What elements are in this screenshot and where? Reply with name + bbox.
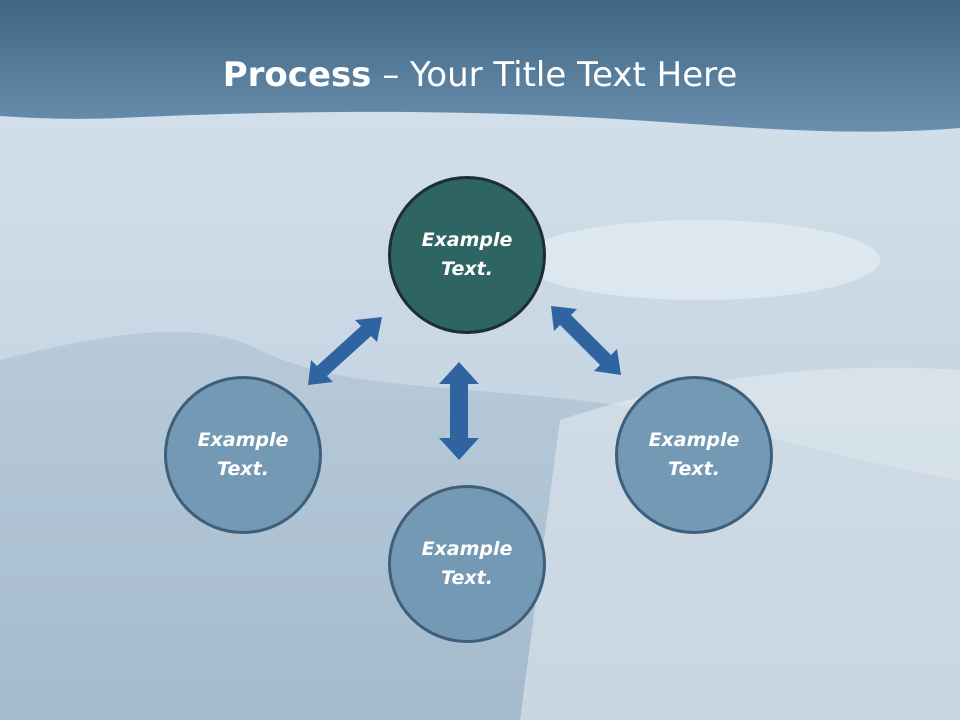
node-top-line1: Example <box>421 229 513 251</box>
slide-title: Process – Your Title Text Here <box>0 52 960 98</box>
node-right-line1: Example <box>648 429 740 451</box>
node-top-line2: Text. <box>441 258 493 280</box>
node-top: Example Text. <box>388 176 546 334</box>
node-bottom: Example Text. <box>388 485 546 643</box>
title-bold: Process <box>222 55 372 95</box>
node-left: Example Text. <box>164 376 322 534</box>
node-left-line2: Text. <box>217 458 269 480</box>
node-bottom-line1: Example <box>421 538 513 560</box>
node-right: Example Text. <box>615 376 773 534</box>
node-right-line2: Text. <box>668 458 720 480</box>
node-bottom-line2: Text. <box>441 567 493 589</box>
title-rest: – Your Title Text Here <box>371 55 738 95</box>
node-left-line1: Example <box>197 429 289 451</box>
